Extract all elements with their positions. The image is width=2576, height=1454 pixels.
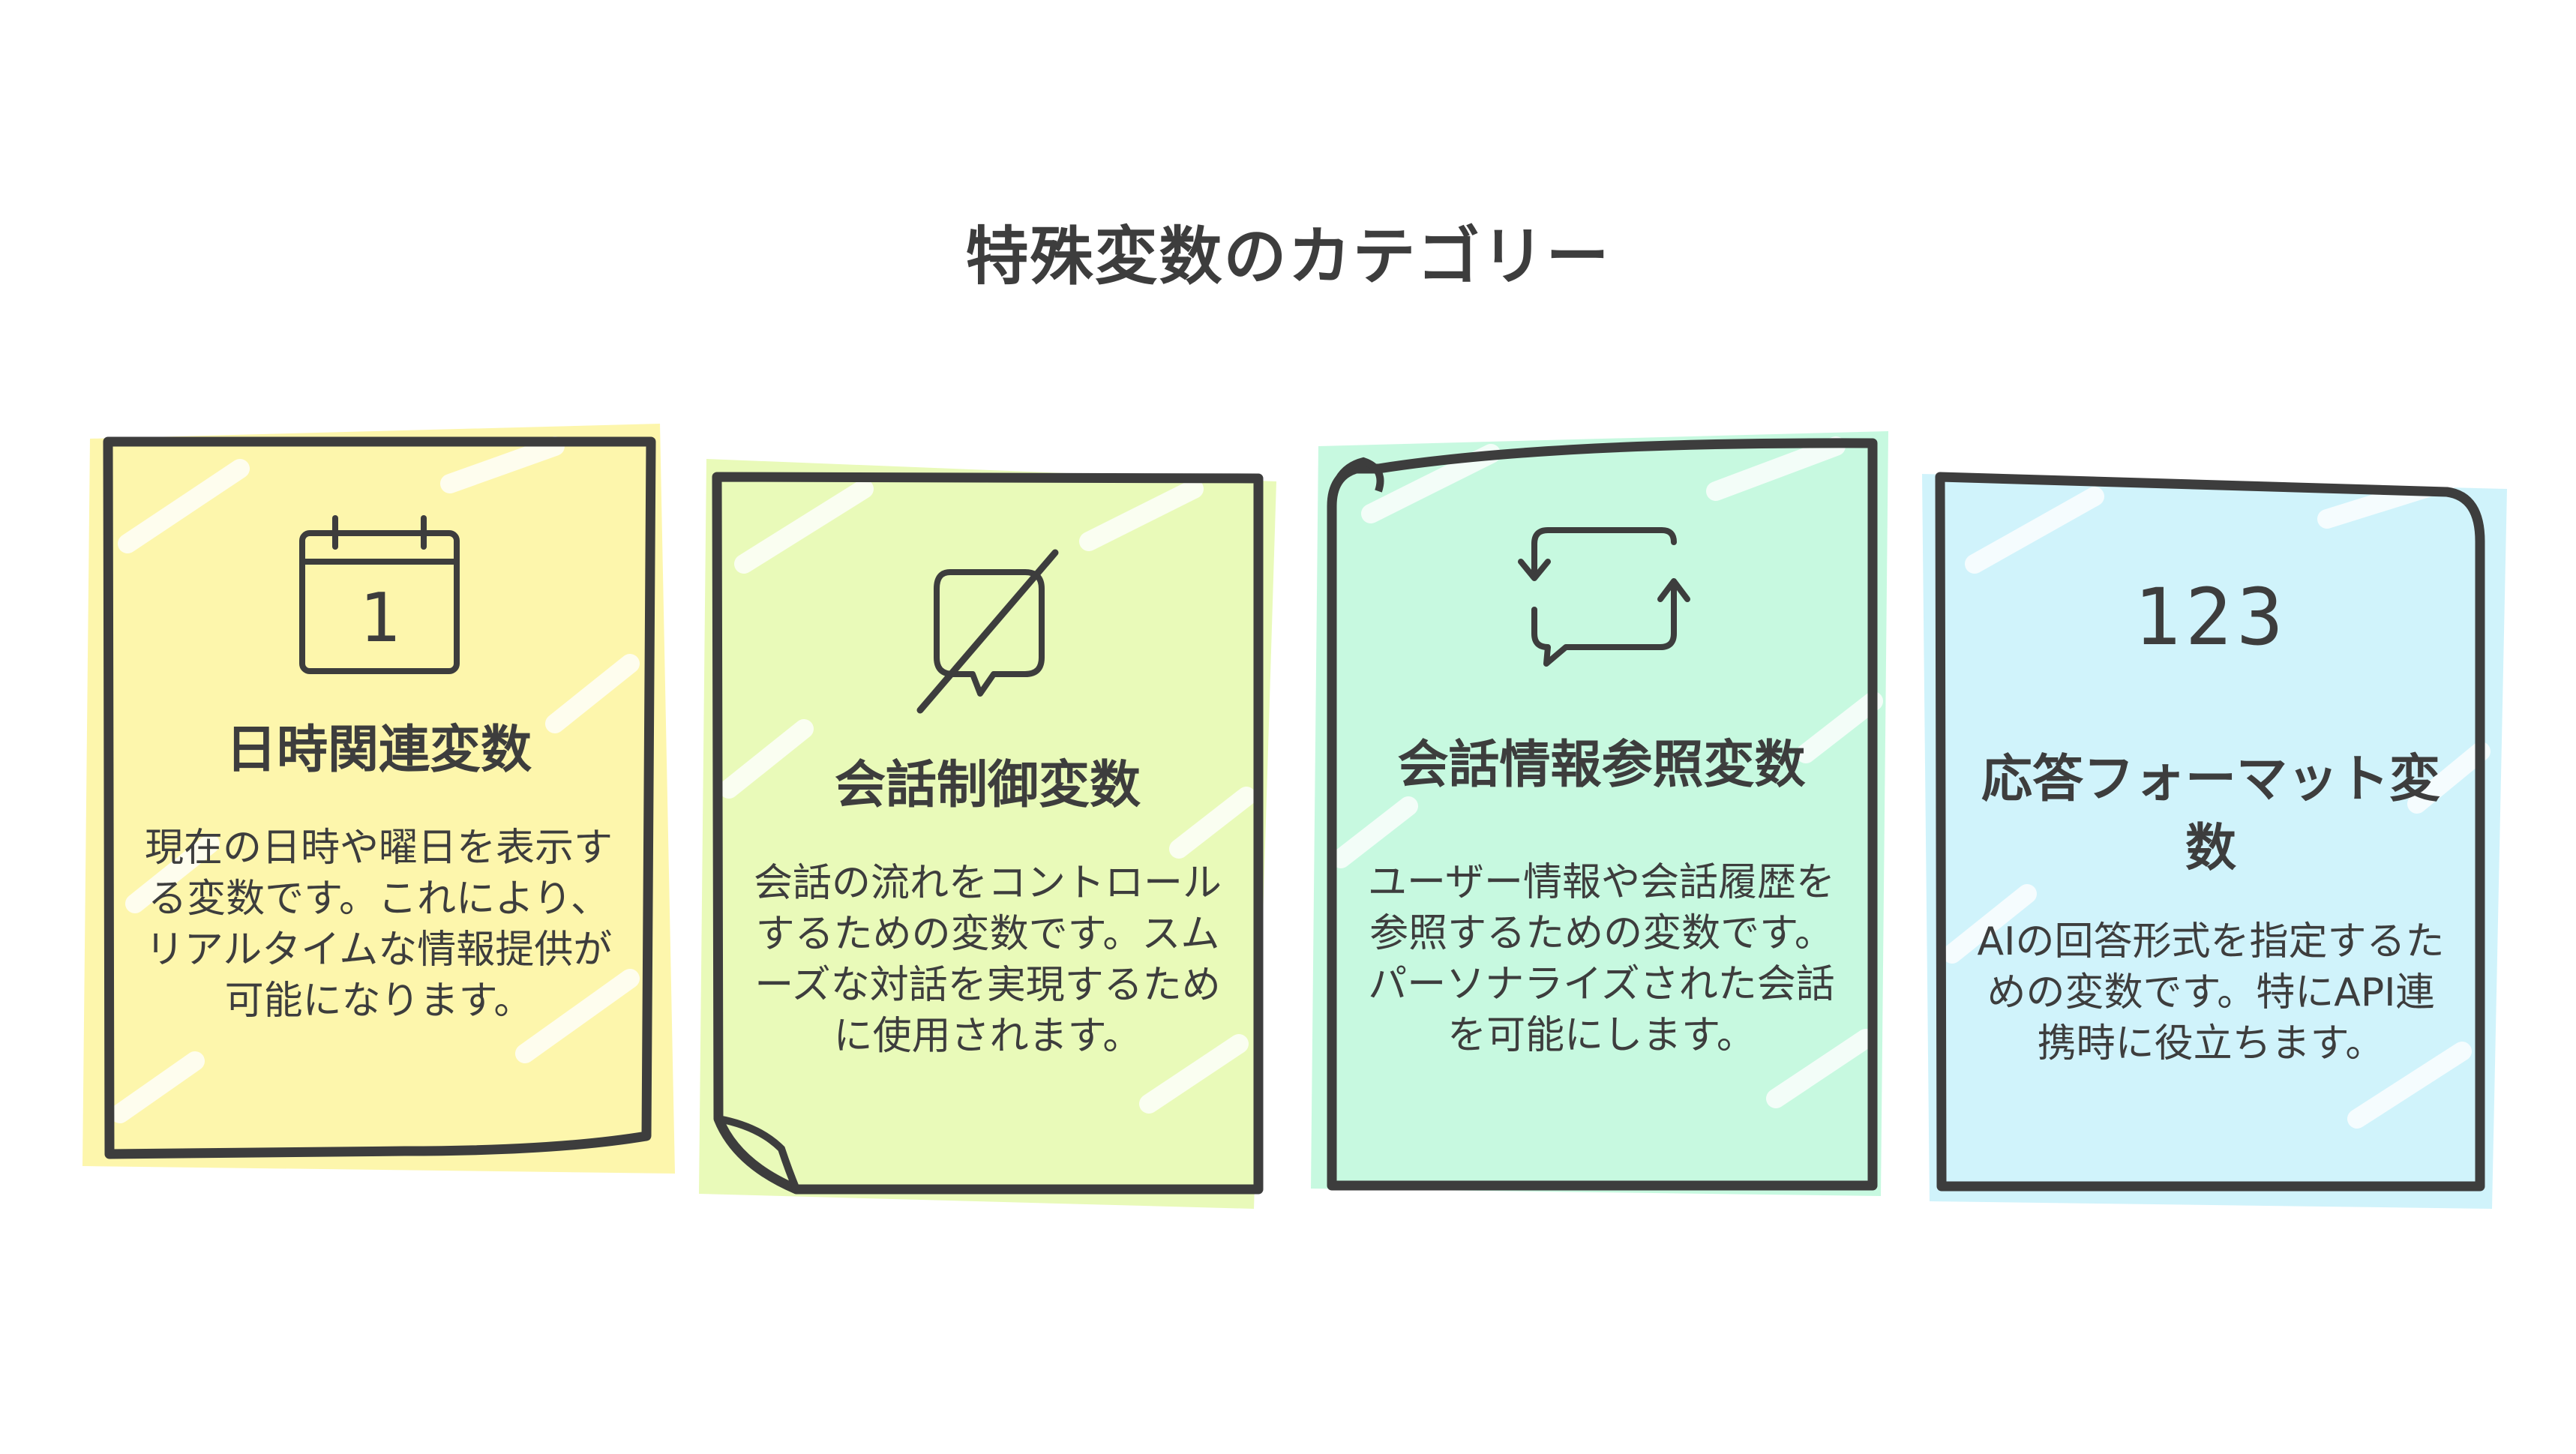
card-frame <box>699 459 1276 1209</box>
card-description: 現在の日時や曜日を表示する変数です。これにより、リアルタイムな情報提供が可能にな… <box>144 826 613 1024</box>
page-title: 特殊変数のカテゴリー <box>965 220 1611 293</box>
card-description: ユーザー情報や会話履歴を参照するための変数です。パーソナライズされた会話を可能に… <box>1368 860 1835 1058</box>
card-heading: 会話制御変数 <box>834 756 1141 815</box>
card-description: 会話の流れをコントロールするための変数です。スムーズな対話を実現するために使用さ… <box>753 861 1222 1059</box>
card-conversation-info-variables: 会話情報参照変数 ユーザー情報や会話履歴を参照するための変数です。パーソナライズ… <box>1311 431 1888 1196</box>
card-description: AIの回答形式を指定するための変数です。特にAPI連携時に役立ちます。 <box>1977 919 2445 1066</box>
card-frame <box>82 424 675 1174</box>
card-datetime-variables: 1 日時関連変数 現在の日時や曜日を表示する変数です。これにより、リアルタイムな… <box>82 424 675 1174</box>
card-frame <box>1922 472 2507 1209</box>
card-heading: 会話情報参照変数 <box>1397 736 1806 795</box>
numbers-icon: 123 <box>2134 571 2288 663</box>
calendar-day: 1 <box>359 579 400 658</box>
card-conversation-control-variables: 会話制御変数 会話の流れをコントロールするための変数です。スムーズな対話を実現す… <box>699 459 1276 1209</box>
card-frame <box>1311 431 1888 1196</box>
chat-off-icon <box>916 549 1059 714</box>
card-response-format-variables: 123 応答フォーマット変数 AIの回答形式を指定するための変数です。特にAPI… <box>1922 472 2507 1209</box>
chat-refresh-icon <box>1517 527 1690 667</box>
card-heading: 応答フォーマット変数 <box>1981 750 2440 878</box>
card-heading: 日時関連変数 <box>225 721 532 780</box>
calendar-icon: 1 <box>299 515 460 674</box>
